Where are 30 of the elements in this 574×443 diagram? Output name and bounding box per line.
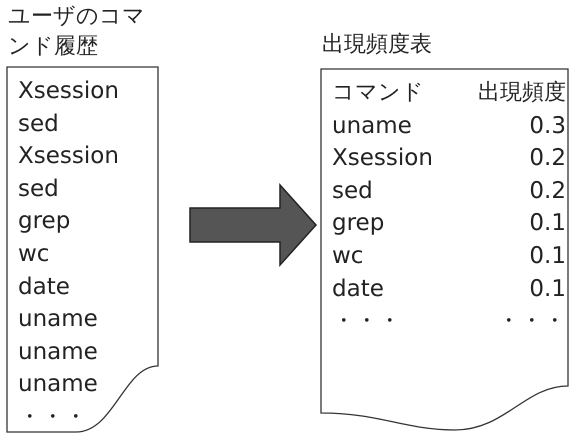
command-text: uname bbox=[18, 370, 98, 400]
command-text: uname bbox=[18, 305, 98, 334]
frequency-text: 0.2 bbox=[529, 144, 566, 174]
command-text: wc bbox=[18, 240, 50, 269]
frequency-text: 0.1 bbox=[529, 274, 566, 304]
command-text: sed bbox=[18, 174, 59, 204]
block-arrow bbox=[189, 183, 317, 267]
column-header: コマンド bbox=[332, 79, 424, 107]
frequency-text: 0.1 bbox=[529, 242, 566, 271]
command-text: sed bbox=[332, 176, 373, 206]
command-text: sed bbox=[18, 110, 59, 139]
command-text: grep bbox=[332, 209, 384, 238]
frequency-text: ・・・ bbox=[497, 307, 566, 336]
frequency-text: 0.2 bbox=[529, 176, 566, 206]
frequency-text: 0.3 bbox=[529, 112, 566, 141]
command-text: wc bbox=[332, 242, 364, 271]
command-text: Xsession bbox=[18, 77, 119, 106]
command-text: uname bbox=[332, 112, 412, 141]
heading: 出現頻度表 bbox=[322, 31, 433, 59]
command-text: date bbox=[18, 272, 70, 302]
frequency-text: 0.1 bbox=[529, 209, 566, 238]
column-header: 出現頻度 bbox=[478, 79, 566, 107]
command-text: grep bbox=[18, 207, 70, 236]
command-text: Xsession bbox=[18, 142, 119, 172]
command-text: ・・・ bbox=[18, 403, 87, 432]
command-text: Xsession bbox=[332, 144, 433, 174]
command-text: uname bbox=[18, 338, 98, 367]
heading: ユーザのコマンド履歴 bbox=[8, 3, 146, 61]
command-text: ・・・ bbox=[332, 307, 401, 336]
command-text: date bbox=[332, 274, 384, 304]
